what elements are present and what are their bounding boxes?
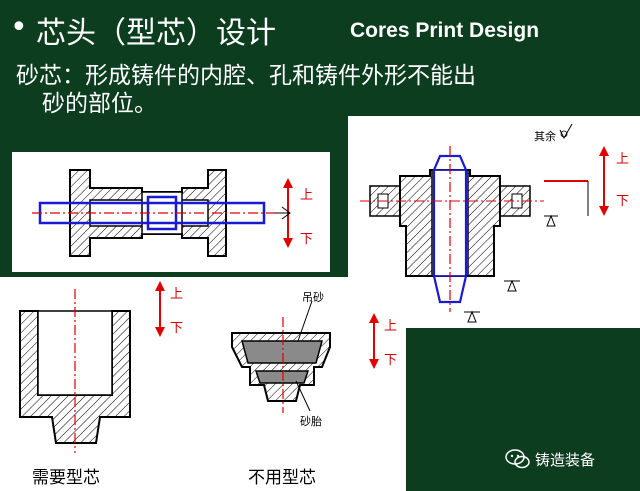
fig2-finish-note: 其余: [534, 130, 556, 143]
fig3-right-up-label: 上: [384, 319, 398, 334]
title-english: Cores Print Design: [350, 19, 540, 42]
horizontal-core-drawing: [32, 169, 293, 257]
watermark-text: 铸造装备: [535, 451, 596, 469]
caption-needs-core: 需要型芯: [32, 468, 100, 488]
sand-tire-label: 砂胎: [300, 415, 322, 428]
core-comparison-drawing: [19, 281, 379, 453]
fig2-up-label: 上: [616, 152, 630, 167]
figure-core-comparison: 上 下 上 下 吊砂 砂胎 需要型芯 不用型芯: [0, 277, 406, 491]
fig1-up-label: 上: [300, 188, 314, 203]
fig3-left-up-label: 上: [170, 287, 184, 302]
caption-no-core: 不用型芯: [248, 468, 316, 488]
definition-text: 砂芯：形成铸件的内腔、孔和铸件外形不能出 砂的部位。: [16, 62, 626, 118]
slide-title: • 芯头（型芯）设计 Cores Print Design: [10, 6, 630, 54]
fig3-right-down-label: 下: [384, 353, 398, 368]
fig1-down-label: 下: [300, 232, 314, 247]
watermark: 铸造装备: [505, 446, 635, 474]
fig3-left-down-label: 下: [170, 321, 184, 336]
definition-line-2: 砂的部位。: [42, 91, 157, 117]
hanging-sand-label: 吊砂: [302, 291, 324, 304]
title-chinese: 芯头（型芯）设计: [36, 16, 276, 51]
definition-line-1: 砂芯：形成铸件的内腔、孔和铸件外形不能出: [16, 63, 476, 89]
figure-vertical-core: 其余 上 下: [348, 116, 640, 328]
wechat-icon: [505, 449, 530, 469]
title-bullet: •: [10, 10, 28, 45]
fig2-down-label: 下: [616, 194, 630, 209]
vertical-core-drawing: [360, 123, 609, 323]
figure-horizontal-core: 上 下: [12, 152, 330, 272]
